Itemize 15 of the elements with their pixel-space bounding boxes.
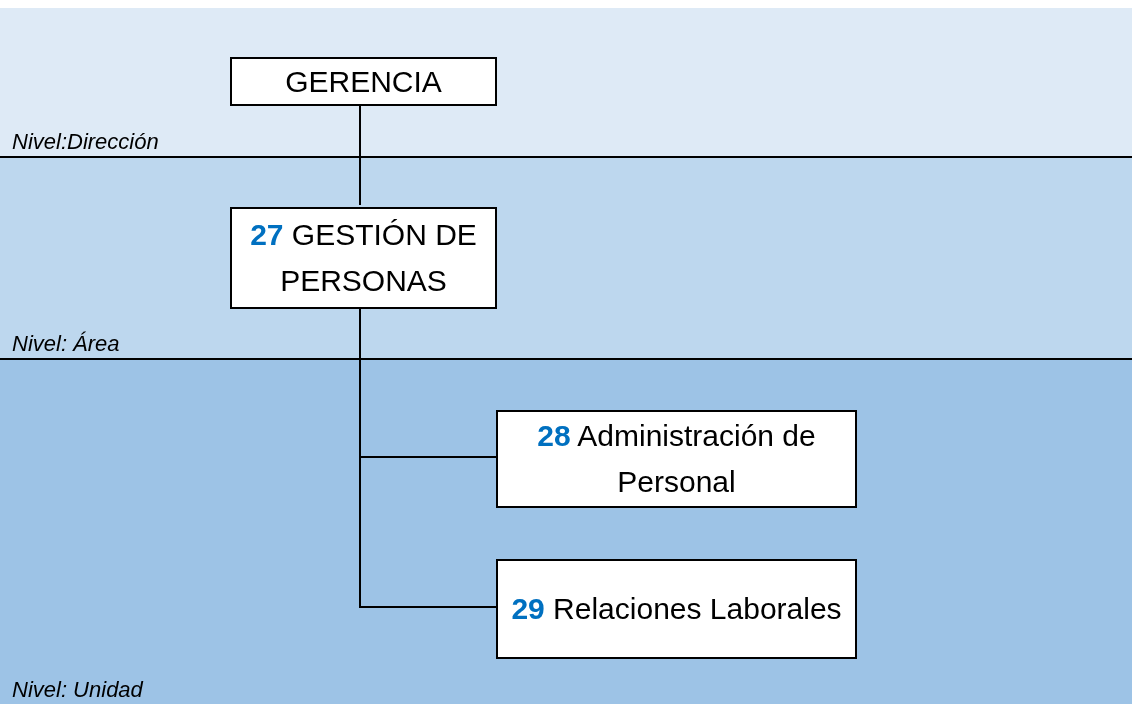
unit-name: 29 Relaciones Laborales: [511, 591, 842, 627]
unit-name: 27 GESTIÓN DE PERSONAS: [249, 217, 478, 299]
connector-line: [359, 105, 361, 206]
unit-box: [496, 559, 857, 659]
unit-name: 28 Administración de Personal: [536, 418, 817, 500]
level-band: [0, 358, 1132, 704]
level-label: Nivel: Área: [12, 330, 120, 358]
unit-box: [230, 57, 497, 106]
unit-box: [496, 410, 857, 508]
level-label: Nivel: Unidad: [12, 676, 143, 704]
level-band: [0, 8, 1132, 156]
level-label: Nivel:Dirección: [12, 128, 159, 156]
unit-box: [230, 207, 497, 309]
unit-name: GERENCIA: [285, 63, 442, 100]
level-band: [0, 156, 1132, 358]
